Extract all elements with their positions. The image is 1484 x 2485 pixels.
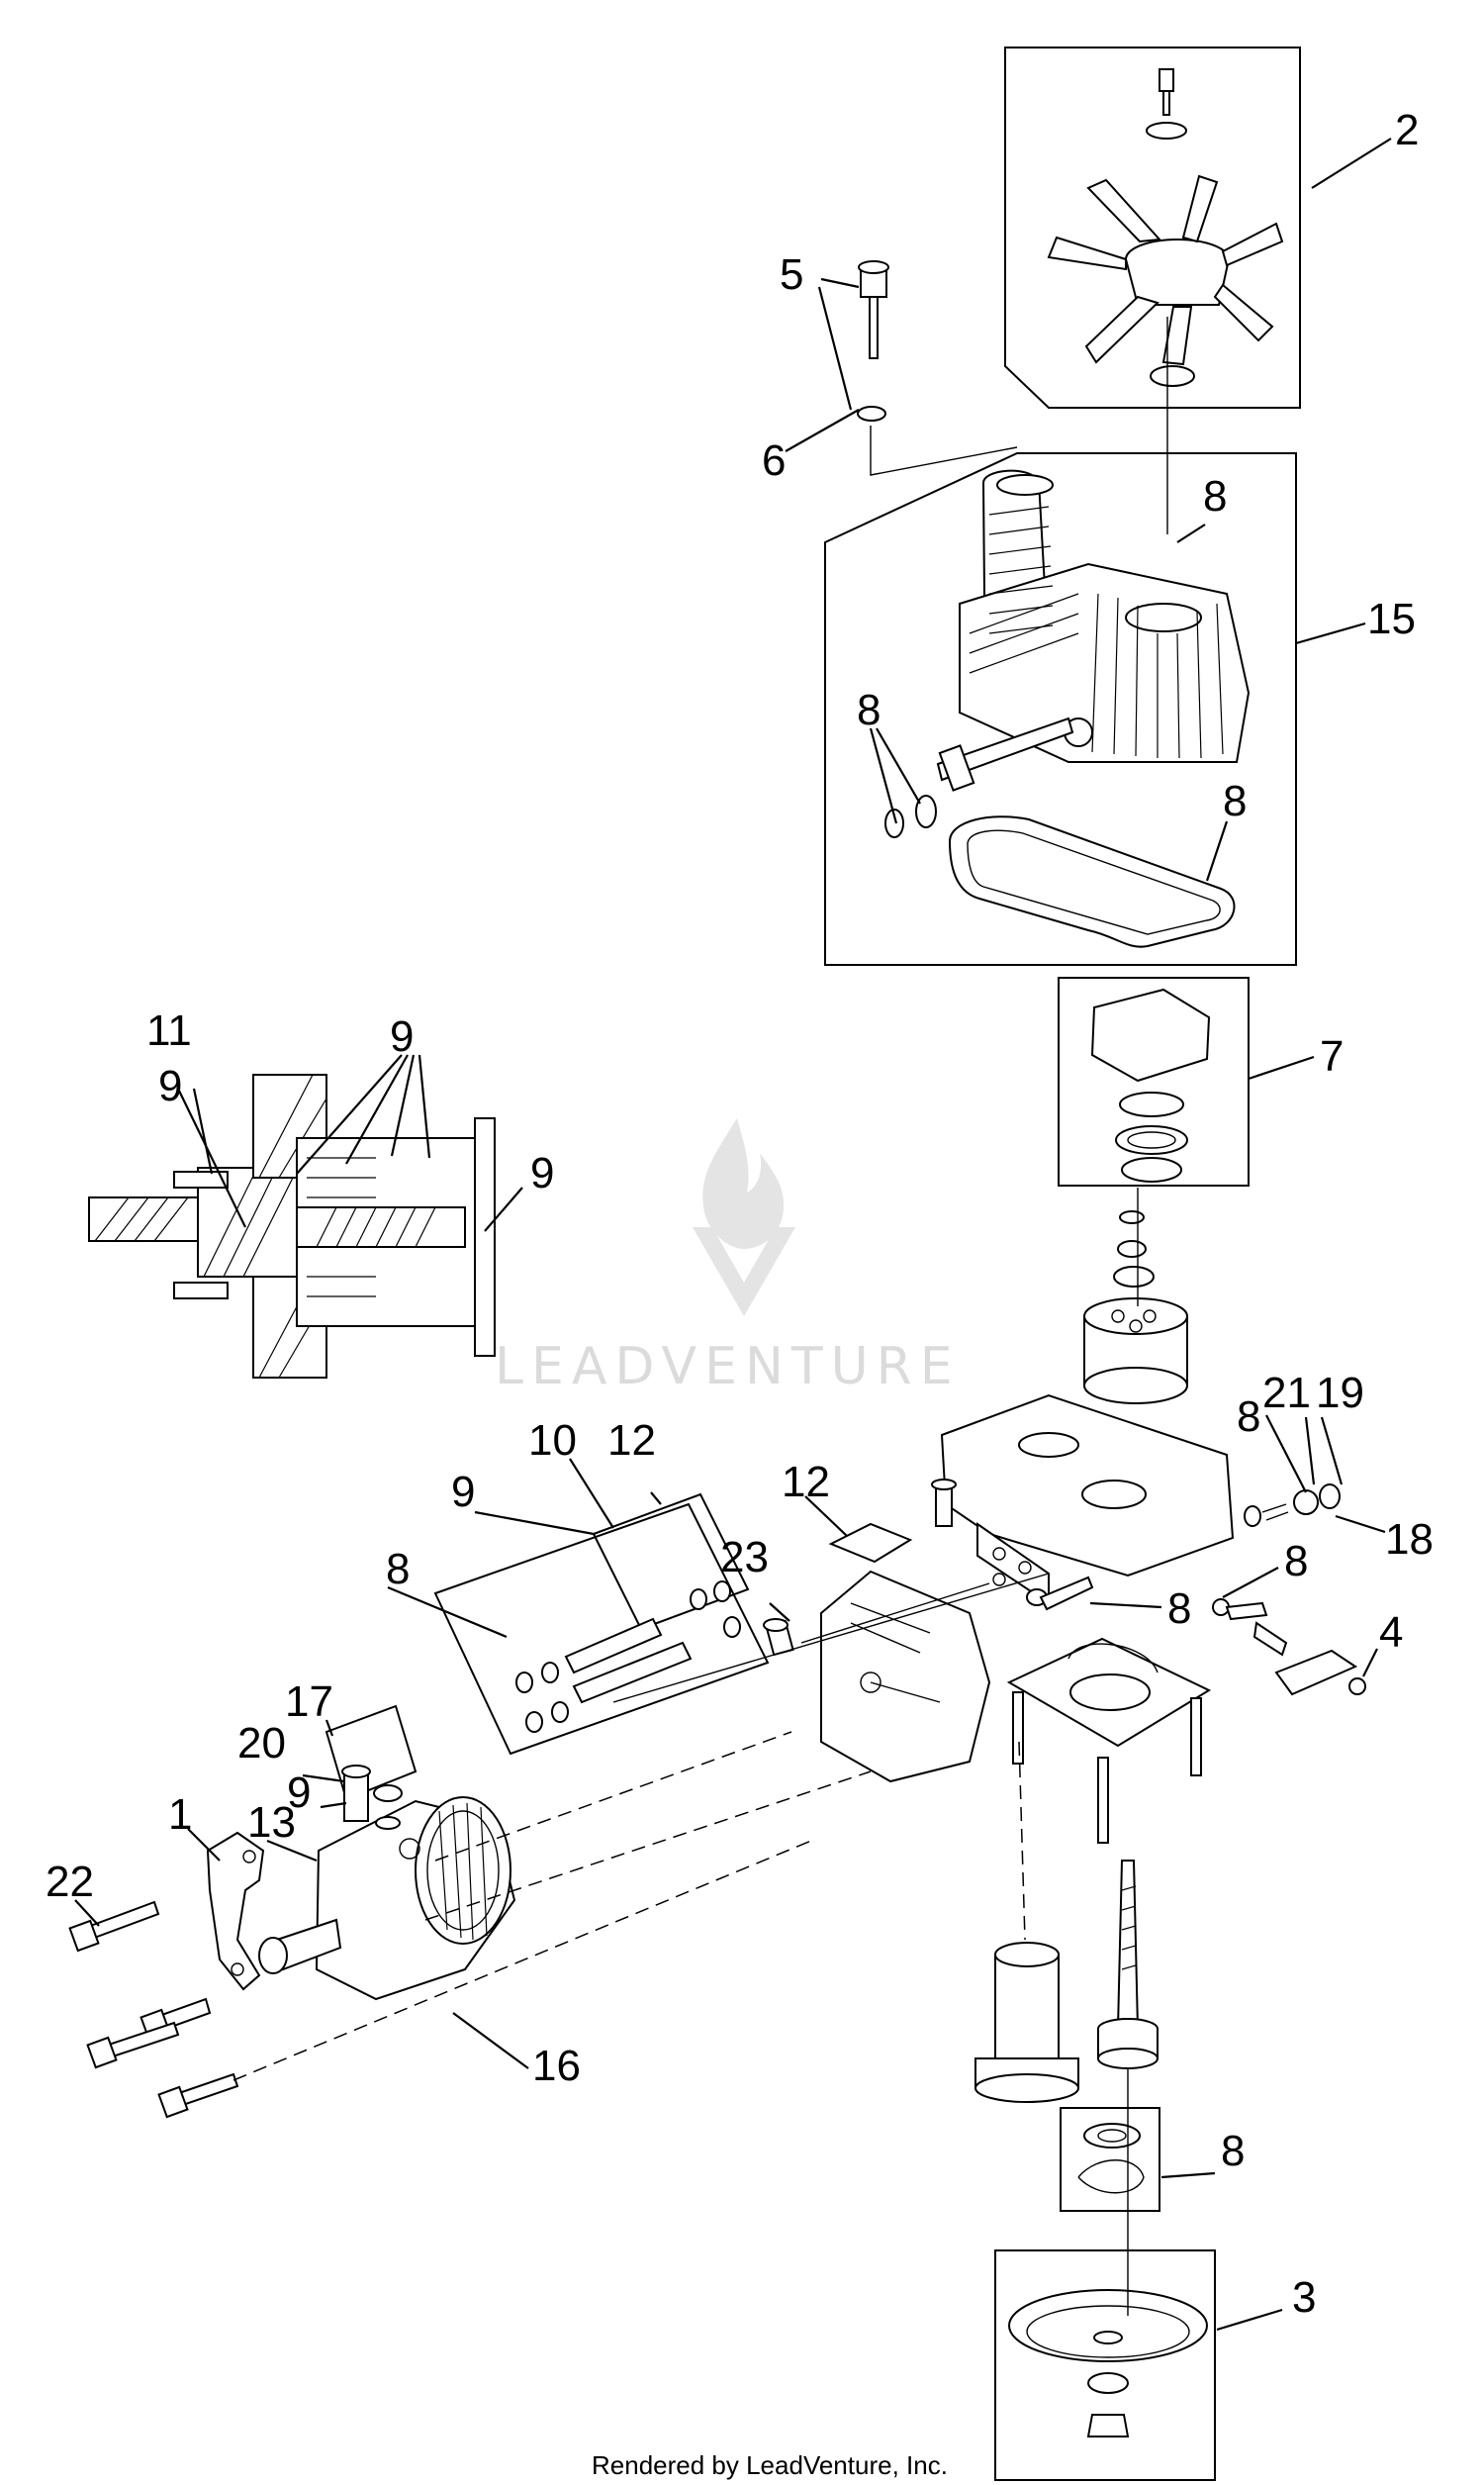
callout-5: 5 [780, 250, 803, 299]
callout-22: 22 [46, 1858, 94, 1906]
callout-4: 4 [1379, 1608, 1403, 1657]
callout-labels: 2 5 6 8 15 8 8 7 11 9 9 9 8 21 19 18 12 … [46, 106, 1434, 2322]
callout-15: 15 [1367, 595, 1416, 643]
fan-bolt [1159, 68, 1174, 92]
callout-23: 23 [720, 1533, 769, 1581]
callout-16: 16 [532, 2042, 581, 2090]
motor-assembly [258, 1765, 516, 2001]
main-case [763, 1522, 991, 1783]
housing-gasket [948, 815, 1236, 948]
callout-8: 8 [1167, 1584, 1191, 1633]
callout-10: 10 [528, 1416, 577, 1465]
input-shaft [1097, 1860, 1159, 2069]
callout-8: 8 [1223, 777, 1247, 825]
center-section [931, 1393, 1235, 1605]
mounting-bolts [68, 1900, 239, 2119]
bearing-kit-frame [1058, 977, 1250, 1187]
callout-12: 12 [782, 1458, 830, 1506]
callout-9: 9 [158, 1062, 182, 1110]
callout-8: 8 [857, 686, 881, 734]
watermark: LEADVENTURE [495, 1118, 961, 1396]
bypass-arm [1252, 1621, 1366, 1696]
leader-lines [74, 138, 1392, 2332]
callout-9: 9 [530, 1149, 554, 1197]
callout-17: 17 [285, 1677, 333, 1726]
callout-3: 3 [1292, 2273, 1316, 2322]
callout-9: 9 [451, 1468, 475, 1516]
housing-kit-frame [824, 452, 1297, 966]
callout-7: 7 [1320, 1032, 1344, 1081]
group-frames [325, 47, 1301, 2481]
cooling-fan [1047, 68, 1284, 387]
callout-9: 9 [390, 1012, 414, 1061]
callout-18: 18 [1385, 1515, 1434, 1564]
callout-8: 8 [386, 1545, 410, 1593]
callout-21: 21 [1262, 1369, 1311, 1417]
seal-kit-frame [1060, 2107, 1160, 2212]
callout-6: 6 [762, 436, 786, 485]
callout-20: 20 [237, 1719, 286, 1768]
callout-8: 8 [1237, 1392, 1260, 1441]
callout-11: 11 [146, 1006, 192, 1055]
vent-washer [857, 406, 886, 422]
watermark-v-icon [693, 1227, 795, 1316]
housing-shaft [884, 717, 1074, 838]
pistons-and-rings [515, 1580, 741, 1733]
motor-bracket [206, 1831, 265, 1991]
kit-9-10-frame [592, 1492, 750, 1631]
callout-12: 12 [607, 1416, 656, 1465]
callout-8: 8 [1203, 472, 1227, 521]
watermark-flame-icon [702, 1118, 785, 1249]
render-credit: Rendered by LeadVenture, Inc. [592, 2450, 948, 2480]
callout-9: 9 [287, 1768, 311, 1817]
pulley-kit-frame [994, 2249, 1216, 2481]
callout-13: 13 [247, 1798, 296, 1847]
filter-element [974, 1942, 1079, 2103]
kit-17-frame [325, 1704, 417, 1801]
lower-seal-kit [1077, 2123, 1145, 2194]
fan-washer [1146, 122, 1187, 140]
thrust-bearing-kit [1090, 988, 1211, 1183]
drive-pulley [1008, 2289, 1208, 2437]
pump-cylinder-block [1083, 1210, 1188, 1404]
cutaway-section [88, 1074, 496, 1379]
check-valve-parts [1026, 1483, 1341, 1621]
lower-plate [1006, 1637, 1212, 1844]
callout-2: 2 [1395, 106, 1419, 154]
fan-kit-frame [1004, 47, 1301, 409]
callout-8: 8 [1221, 2127, 1245, 2175]
watermark-text: LEADVENTURE [495, 1337, 961, 1396]
callout-1: 1 [168, 1790, 192, 1839]
upper-housing [959, 469, 1251, 763]
callout-19: 19 [1316, 1369, 1364, 1417]
fan-nut [1150, 365, 1195, 387]
callout-8: 8 [1284, 1537, 1308, 1585]
kit-8-frame [433, 1502, 770, 1756]
vent-cap [857, 260, 889, 422]
